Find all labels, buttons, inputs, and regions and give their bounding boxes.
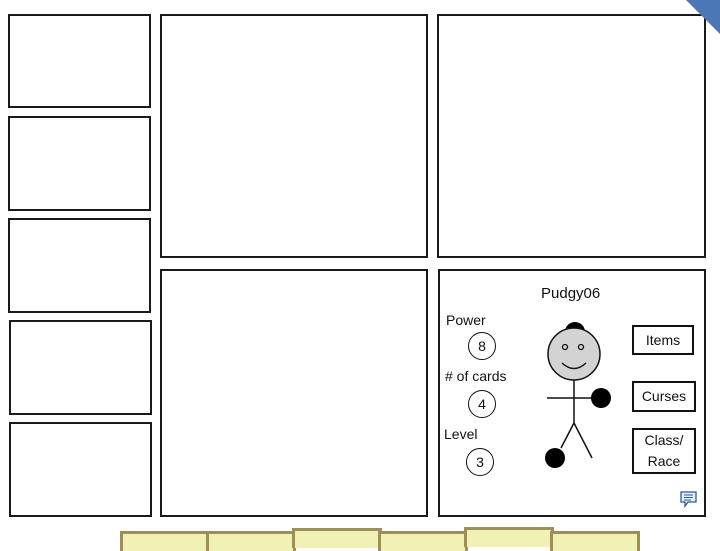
card-slot-3[interactable]	[8, 218, 151, 313]
card-count-label: # of cards	[445, 368, 507, 384]
hand-card-1[interactable]	[120, 531, 210, 551]
card-slot-4[interactable]	[9, 320, 152, 415]
card-count-value: 4	[468, 390, 496, 418]
hand-card-4[interactable]	[378, 531, 468, 551]
hand-card-6[interactable]	[550, 531, 640, 551]
level-label: Level	[444, 426, 478, 442]
hand-card-2[interactable]	[206, 531, 296, 551]
board-area-bottom-left[interactable]	[160, 269, 428, 517]
board-area-top-right[interactable]	[437, 14, 706, 258]
power-label: Power	[446, 312, 486, 328]
player-panel: Pudgy06 Power 8 # of cards 4 Level 3 Ite…	[438, 269, 706, 517]
power-value: 8	[468, 332, 496, 360]
board-area-top-left[interactable]	[160, 14, 428, 258]
stick-figure-icon	[545, 322, 611, 468]
level-value: 3	[466, 448, 494, 476]
card-slot-5[interactable]	[9, 422, 152, 517]
curses-button[interactable]: Curses	[632, 381, 696, 412]
speech-bubble-icon[interactable]	[679, 490, 698, 509]
corner-flag-icon	[686, 0, 720, 34]
class-race-button[interactable]: Class/ Race	[632, 428, 696, 474]
card-slot-1[interactable]	[8, 14, 151, 108]
hand-card-5[interactable]	[464, 527, 554, 547]
player-name: Pudgy06	[541, 285, 601, 302]
items-button[interactable]: Items	[632, 325, 694, 355]
hand-card-3[interactable]	[292, 528, 382, 548]
card-slot-2[interactable]	[8, 116, 151, 211]
